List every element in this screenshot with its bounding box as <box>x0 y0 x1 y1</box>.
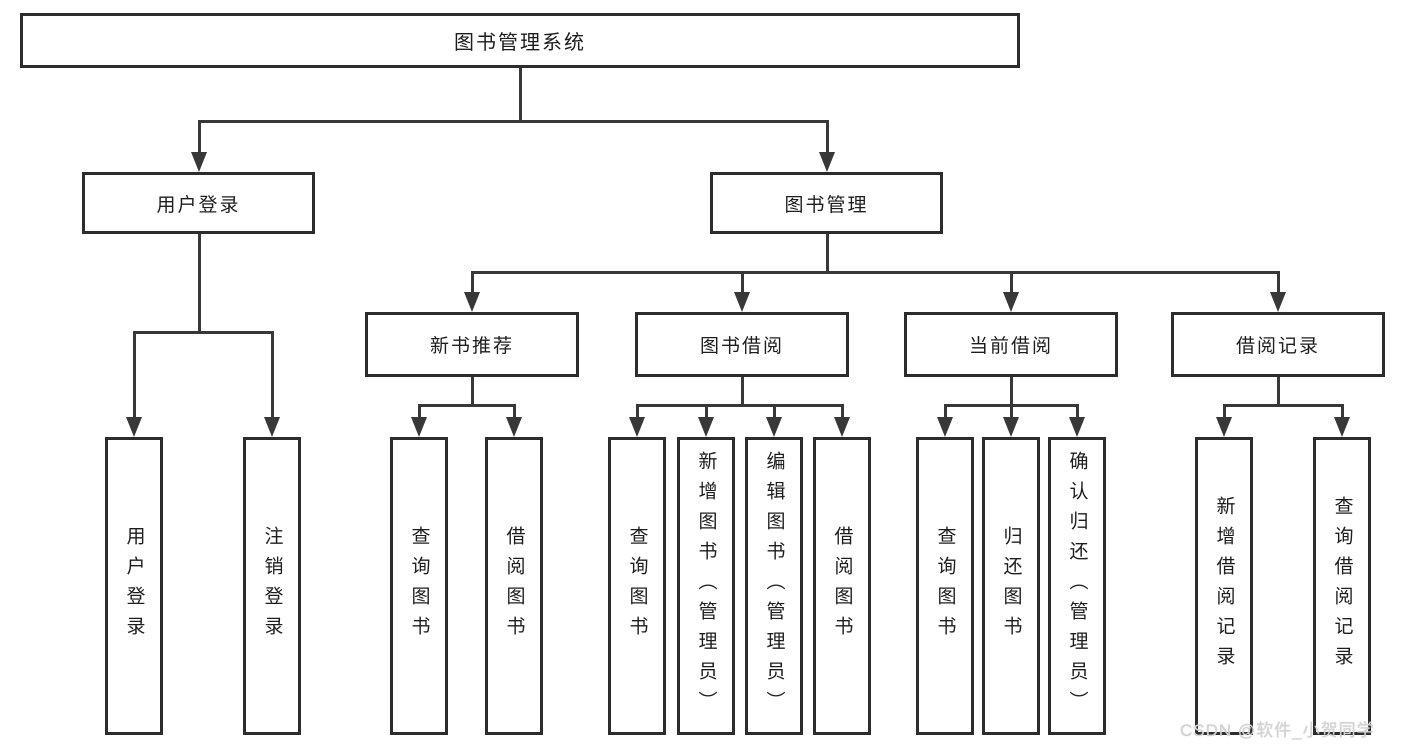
csdn-watermark: CSDN @软件_小贺同学 <box>1180 721 1375 740</box>
connector-line <box>1076 404 1079 419</box>
connector-line <box>513 404 516 419</box>
leaf-confirm-return-admin: 确认归还（管理员） <box>1048 437 1106 735</box>
node-current-borrow: 当前借阅 <box>904 312 1118 377</box>
arrow-down-icon <box>1003 417 1019 437</box>
connector-line <box>1223 404 1344 407</box>
leaf-query-books-borrow: 查询图书 <box>608 437 666 735</box>
arrow-down-icon <box>1003 292 1019 312</box>
node-book-borrow: 图书借阅 <box>635 312 849 377</box>
connector-line <box>418 404 421 419</box>
connector-line <box>841 404 844 419</box>
leaf-query-books-current: 查询图书 <box>916 437 974 735</box>
connector-line <box>741 377 744 407</box>
leaf-return-books: 归还图书 <box>982 437 1040 735</box>
connector-line <box>133 331 274 334</box>
leaf-user-login: 用户登录 <box>105 437 163 735</box>
connector-line <box>636 404 639 419</box>
leaf-borrow-books: 借阅图书 <box>813 437 871 735</box>
connector-line <box>1010 404 1013 419</box>
arrow-down-icon <box>1216 417 1232 437</box>
node-user-login: 用户登录 <box>82 172 315 234</box>
connector-line <box>773 404 776 419</box>
connector-line <box>1341 404 1344 419</box>
connector-line <box>418 404 516 407</box>
connector-line <box>198 120 829 123</box>
node-new-book-recommend: 新书推荐 <box>365 312 579 377</box>
connector-line <box>471 377 474 407</box>
connector-line <box>826 120 829 154</box>
node-book-management: 图书管理 <box>710 172 943 234</box>
connector-line <box>271 331 274 419</box>
connector-line <box>1277 271 1280 294</box>
arrow-down-icon <box>819 152 835 172</box>
arrow-down-icon <box>834 417 850 437</box>
connector-line <box>1010 271 1013 294</box>
arrow-down-icon <box>126 417 142 437</box>
node-root-system: 图书管理系统 <box>20 13 1020 68</box>
connector-line <box>636 404 844 407</box>
arrow-down-icon <box>937 417 953 437</box>
connector-line <box>198 120 201 154</box>
leaf-add-borrow-record: 新增借阅记录 <box>1195 437 1253 735</box>
node-borrow-record: 借阅记录 <box>1171 312 1385 377</box>
connector-line <box>1277 377 1280 407</box>
connector-line <box>519 68 522 121</box>
leaf-logout: 注销登录 <box>243 437 301 735</box>
connector-line <box>741 271 744 294</box>
arrow-down-icon <box>411 417 427 437</box>
arrow-down-icon <box>464 292 480 312</box>
connector-line <box>198 234 201 334</box>
arrow-down-icon <box>264 417 280 437</box>
leaf-add-books-admin: 新增图书（管理员） <box>677 437 735 735</box>
arrow-down-icon <box>734 292 750 312</box>
arrow-down-icon <box>1334 417 1350 437</box>
connector-line <box>944 404 947 419</box>
arrow-down-icon <box>1270 292 1286 312</box>
arrow-down-icon <box>629 417 645 437</box>
connector-line <box>471 271 474 294</box>
connector-line <box>1223 404 1226 419</box>
leaf-query-books-recommend: 查询图书 <box>390 437 448 735</box>
leaf-borrow-books-recommend: 借阅图书 <box>485 437 543 735</box>
connector-line <box>471 271 1279 274</box>
leaf-query-borrow-record: 查询借阅记录 <box>1313 437 1371 735</box>
leaf-edit-books-admin: 编辑图书（管理员） <box>745 437 803 735</box>
arrow-down-icon <box>506 417 522 437</box>
connector-line <box>705 404 708 419</box>
connector-line <box>133 331 136 419</box>
arrow-down-icon <box>191 152 207 172</box>
arrow-down-icon <box>766 417 782 437</box>
arrow-down-icon <box>698 417 714 437</box>
connector-line <box>1010 377 1013 407</box>
arrow-down-icon <box>1069 417 1085 437</box>
connector-line <box>826 234 829 274</box>
